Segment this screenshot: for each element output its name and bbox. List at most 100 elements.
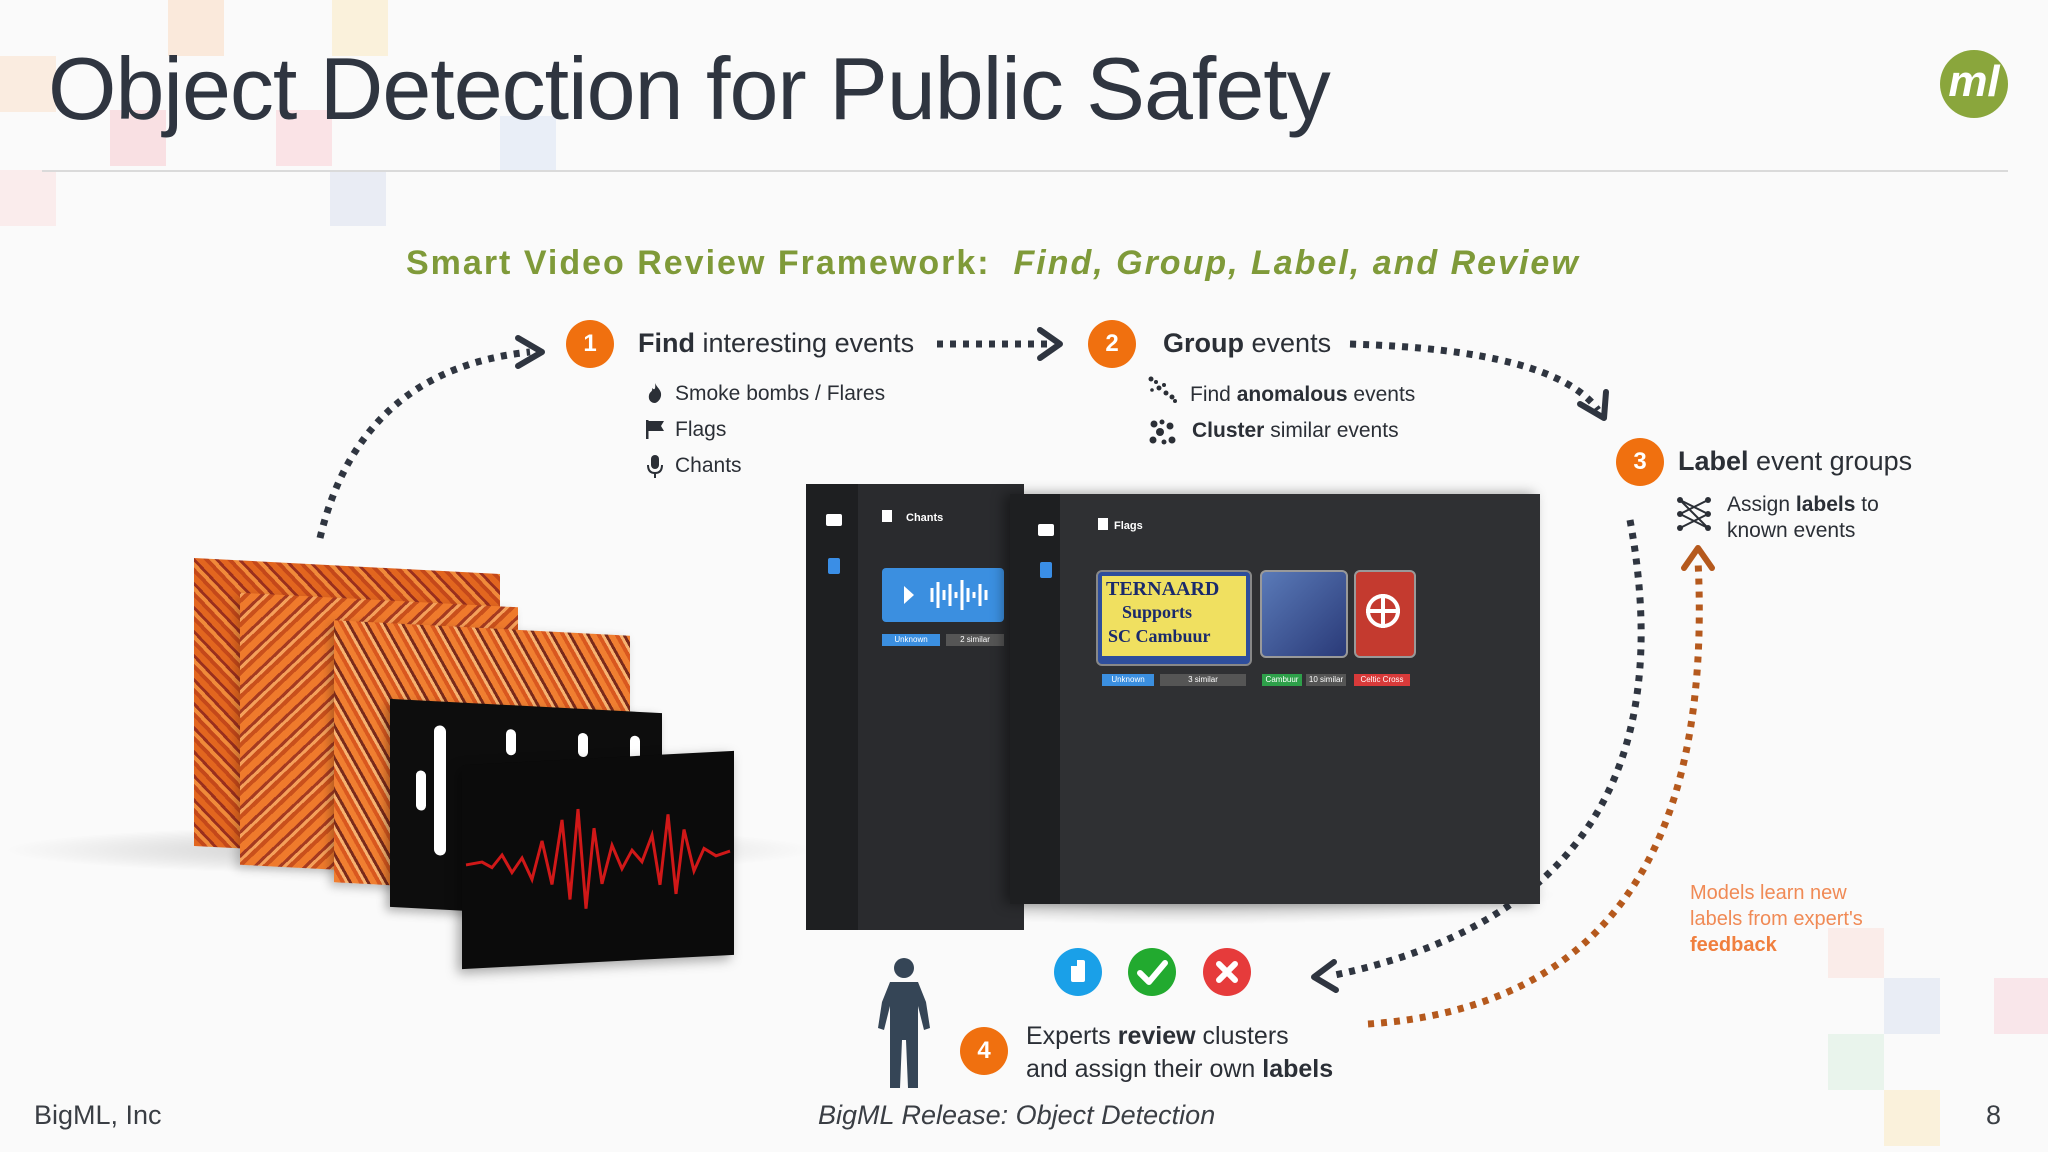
- group-item-2-post: similar events: [1270, 419, 1399, 442]
- document-icon: [828, 558, 840, 574]
- models-note-line3: feedback: [1690, 934, 1777, 956]
- decor-square: [1884, 1090, 1940, 1146]
- label-item-pre: Assign: [1727, 493, 1791, 516]
- find-item-smoke: Smoke bombs / Flares: [675, 382, 886, 405]
- subtitle-steps: Find, Group, Label, and Review: [1013, 244, 1580, 282]
- label-item-line2: known events: [1727, 519, 1856, 542]
- footer-release: BigML Release: Object Detection: [818, 1100, 1216, 1130]
- models-note-line2: labels from expert's: [1690, 908, 1863, 930]
- step-3-verb: Label: [1678, 446, 1749, 476]
- group-item-cluster: Cluster similar events: [1192, 419, 1399, 443]
- unknown-tag[interactable]: Unknown: [1102, 674, 1154, 686]
- group-item-anomalous: Find anomalous events: [1190, 383, 1415, 407]
- label-item: Assign labels to known events: [1727, 492, 1879, 544]
- step-4-line1-pre: Experts: [1026, 1022, 1111, 1050]
- reject-icon: [1203, 948, 1251, 996]
- find-item-flags: Flags: [675, 418, 727, 441]
- decor-square: [500, 116, 556, 172]
- arrowhead: [1577, 389, 1609, 421]
- group-item-1-bold: anomalous: [1236, 383, 1348, 406]
- flags-panel: Flags TERNAARD Supports SC Cambuur Unkno…: [1010, 494, 1540, 904]
- document-review-icon: [1054, 948, 1102, 996]
- flag-icon: [882, 510, 892, 522]
- group-item-2-bold: Cluster: [1192, 419, 1265, 442]
- decor-square: [330, 170, 386, 226]
- step-3-badge: 3: [1616, 438, 1664, 486]
- step-3-heading: Label event groups: [1678, 446, 1912, 477]
- unknown-tag[interactable]: Unknown: [882, 634, 940, 646]
- decor-square: [1828, 928, 1884, 978]
- arrowhead: [515, 335, 545, 369]
- flame-icon: [648, 383, 662, 403]
- flag-thumbnail[interactable]: [1260, 570, 1348, 658]
- banner-text: SC Cambuur: [1108, 626, 1211, 646]
- decor-square: [1884, 978, 1940, 1034]
- slide-subtitle: Smart Video Review Framework: Find, Grou…: [406, 244, 1580, 283]
- audio-clip-thumbnail[interactable]: [882, 568, 1004, 622]
- step-4-badge: 4: [960, 1027, 1008, 1075]
- banner-thumbnail[interactable]: TERNAARD Supports SC Cambuur: [1096, 570, 1252, 666]
- page-number: 8: [1986, 1100, 2002, 1130]
- step-4-line1-post: clusters: [1202, 1022, 1289, 1050]
- bigml-logo: ml: [1940, 50, 2008, 118]
- step-3-text: event groups: [1756, 446, 1913, 476]
- decor-square: [0, 56, 56, 112]
- decor-square: [0, 170, 56, 226]
- cluster-icon: [1149, 419, 1176, 445]
- title-divider: [42, 170, 2008, 172]
- step-4-line1-bold: review: [1117, 1022, 1196, 1050]
- document-icon: [1040, 562, 1052, 578]
- arrow-label-to-review: [1329, 519, 1645, 980]
- video-camera-icon: [1038, 524, 1054, 536]
- models-note-line1: Models learn new: [1690, 882, 1847, 904]
- decor-square: [1828, 1034, 1884, 1090]
- step-2-badge: 2: [1088, 320, 1136, 368]
- flags-panel-title: Flags: [1114, 520, 1143, 532]
- models-learn-note: Models learn new labels from expert's fe…: [1690, 880, 1863, 958]
- step-1-text: interesting events: [702, 328, 915, 358]
- cambuur-tag[interactable]: Cambuur: [1262, 674, 1302, 686]
- step-1-heading: Find interesting events: [638, 328, 914, 359]
- step-2-text: events: [1251, 328, 1332, 358]
- cross-flag-thumbnail[interactable]: [1354, 570, 1416, 658]
- arrowhead: [1681, 545, 1715, 571]
- step-1-verb: Find: [638, 328, 695, 358]
- expert-person-icon: [878, 958, 930, 1088]
- audio-spectrum-frame: [462, 750, 734, 970]
- step-2-heading: Group events: [1163, 328, 1331, 359]
- similar-tag[interactable]: 3 similar: [1160, 674, 1246, 686]
- flag-icon: [646, 420, 664, 439]
- approve-icon: [1128, 948, 1176, 996]
- banner-text: Supports: [1122, 602, 1193, 622]
- chants-panel-title: Chants: [906, 512, 944, 524]
- chants-panel: Chants Unknown 2 similar: [806, 484, 1024, 930]
- step-4-line2-pre: and assign their own: [1026, 1055, 1256, 1083]
- flag-icon: [1098, 518, 1108, 530]
- decor-square: [110, 110, 166, 166]
- similar-tag[interactable]: 10 similar: [1306, 674, 1346, 686]
- arrowhead: [1037, 327, 1063, 361]
- group-item-1-pre: Find: [1190, 383, 1231, 406]
- label-item-bold: labels: [1795, 493, 1856, 516]
- footer-company: BigML, Inc: [34, 1100, 162, 1130]
- decor-square: [332, 0, 388, 56]
- step-4-line2-bold: labels: [1262, 1055, 1334, 1083]
- decor-square: [1994, 978, 2048, 1034]
- group-item-1-post: events: [1353, 383, 1416, 406]
- label-item-post: to: [1861, 493, 1879, 516]
- banner-text: TERNAARD: [1106, 578, 1220, 600]
- find-item-chants: Chants: [675, 454, 742, 477]
- step-1-badge: 1: [566, 320, 614, 368]
- arrow-video-to-find: [316, 348, 531, 539]
- subtitle-lead: Smart Video Review Framework:: [406, 244, 991, 282]
- decor-square: [168, 0, 224, 56]
- microphone-icon: [647, 455, 663, 478]
- step-2-verb: Group: [1163, 328, 1244, 358]
- arrowhead: [1311, 959, 1339, 993]
- celtic-cross-tag[interactable]: Celtic Cross: [1354, 674, 1410, 686]
- step-4-text: Experts review clusters and assign their…: [1026, 1020, 1333, 1086]
- similar-tag[interactable]: 2 similar: [946, 634, 1004, 646]
- slide-title: Object Detection for Public Safety: [48, 39, 1331, 138]
- feedback-arrow: [1367, 559, 1703, 1028]
